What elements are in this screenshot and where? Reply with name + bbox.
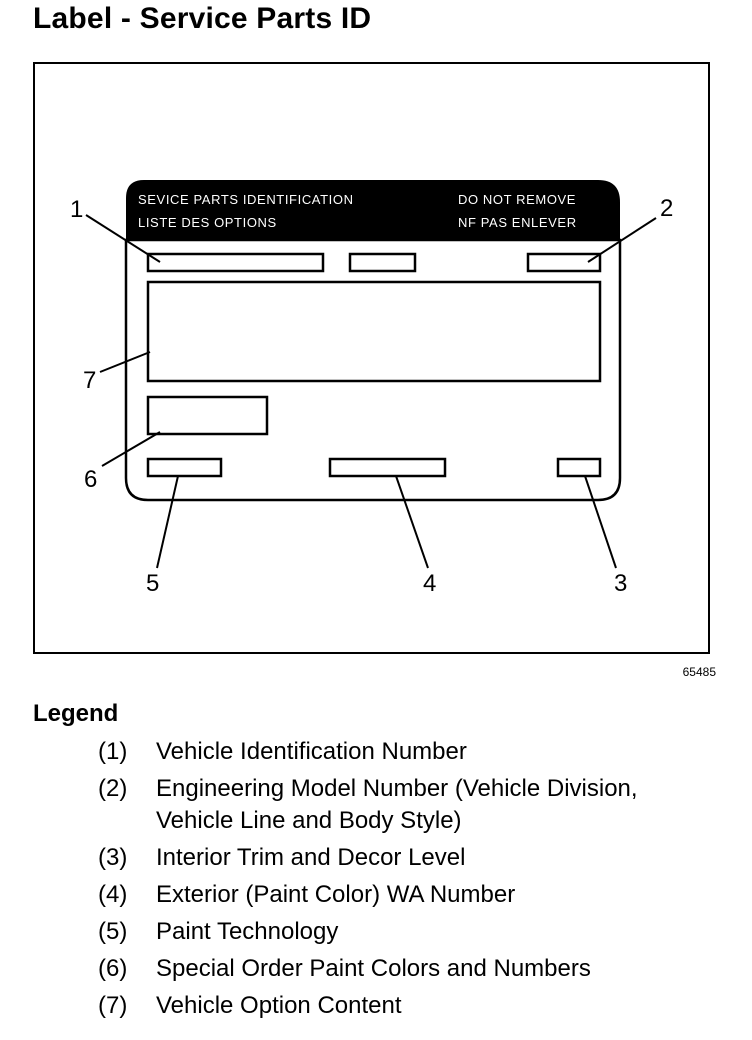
field-special-order-paint [146, 395, 269, 436]
leader-line-6 [101, 431, 161, 467]
callout-6: 6 [84, 466, 97, 493]
header-right-line2: NF PAS ENLEVER [458, 215, 577, 230]
legend-item-text: Vehicle Identification Number [156, 738, 467, 765]
field-trim-level [556, 457, 602, 478]
leader-line-3 [584, 475, 617, 569]
figure-frame [33, 62, 710, 654]
leader-line-4 [395, 475, 429, 569]
field-paint-technology [146, 457, 223, 478]
legend-item-text: Interior Trim and Decor Level [156, 844, 466, 871]
legend-item-number: (3) [98, 844, 128, 871]
legend-item: (7) Vehicle Option Content [98, 990, 716, 1022]
leader-line-7 [99, 351, 151, 373]
callout-4: 4 [423, 570, 436, 597]
label-diagram: SEVICE PARTS IDENTIFICATION LISTE DES OP… [70, 180, 673, 597]
legend-item: (3) Interior Trim and Decor Level [98, 842, 716, 874]
field-middle-top [348, 252, 417, 273]
legend-item: (4) Exterior (Paint Color) WA Number [98, 879, 716, 911]
leader-line-5 [156, 475, 179, 569]
legend-item-number: (5) [98, 918, 128, 945]
callout-2: 2 [660, 195, 673, 222]
legend-item-text: Engineering Model Number (Vehicle Divisi… [156, 775, 638, 834]
legend-list: (1) Vehicle Identification Number (2) En… [98, 736, 716, 1027]
figure-number: 65485 [682, 665, 716, 679]
legend-title: Legend [33, 700, 119, 727]
legend-item-number: (1) [98, 738, 128, 765]
header-left-line2: LISTE DES OPTIONS [138, 215, 277, 230]
header-left-line1: SEVICE PARTS IDENTIFICATION [138, 192, 354, 207]
callout-7: 7 [83, 367, 96, 394]
legend-item-number: (2) [98, 775, 128, 802]
label-header-band [126, 180, 620, 240]
leader-line-1 [85, 214, 161, 263]
legend-item-text: Vehicle Option Content [156, 992, 402, 1019]
header-right-line1: DO NOT REMOVE [458, 192, 576, 207]
callout-1: 1 [70, 196, 83, 223]
field-option-content [146, 280, 602, 383]
legend-item: (2) Engineering Model Number (Vehicle Di… [98, 773, 716, 837]
legend-item: (5) Paint Technology [98, 916, 716, 948]
legend-item: (1) Vehicle Identification Number [98, 736, 716, 768]
legend-item-text: Exterior (Paint Color) WA Number [156, 881, 516, 908]
field-exterior-wa [328, 457, 447, 478]
legend-item-number: (6) [98, 955, 128, 982]
leader-line-2 [587, 217, 657, 263]
legend-item-number: (7) [98, 992, 128, 1019]
legend-item: (6) Special Order Paint Colors and Numbe… [98, 953, 716, 985]
legend-item-number: (4) [98, 881, 128, 908]
legend-item-text: Special Order Paint Colors and Numbers [156, 955, 591, 982]
page-title: Label - Service Parts ID [33, 2, 372, 35]
callout-5: 5 [146, 570, 159, 597]
callout-3: 3 [614, 570, 627, 597]
legend-item-text: Paint Technology [156, 918, 339, 945]
field-vin [146, 252, 325, 273]
field-model-number [526, 252, 602, 273]
